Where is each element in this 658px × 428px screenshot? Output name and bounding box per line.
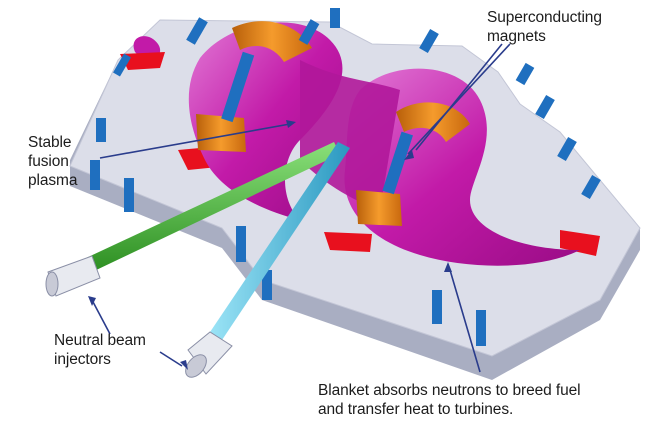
label-superconducting-magnets: Superconducting magnets: [487, 8, 602, 46]
label-stable-fusion-plasma: Stable fusion plasma: [28, 133, 77, 190]
red-accent-bottom: [324, 232, 372, 252]
label-neutral-beam-injectors: Neutral beam injectors: [54, 331, 146, 369]
magnet-lower-right: [356, 190, 402, 226]
label-blanket: Blanket absorbs neutrons to breed fuel a…: [318, 381, 580, 419]
injector-cap-left-end: [46, 272, 58, 296]
